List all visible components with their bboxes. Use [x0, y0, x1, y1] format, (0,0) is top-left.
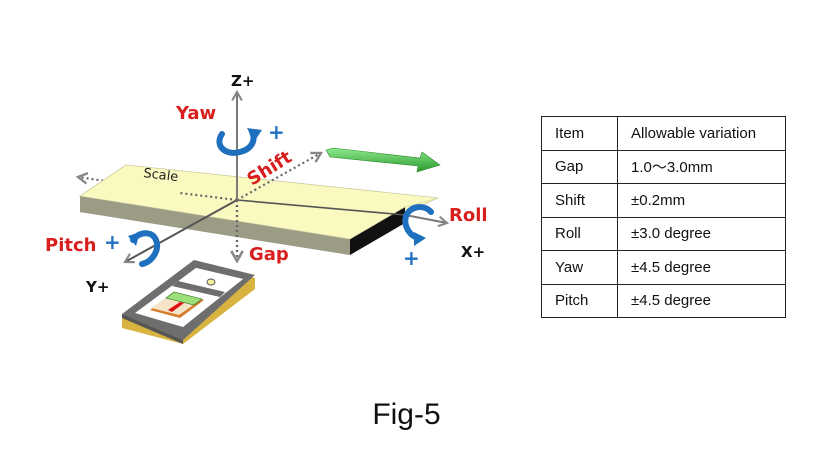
x-axis — [404, 214, 450, 228]
gap-label: Gap — [249, 244, 289, 265]
scale-label: Scale — [143, 166, 180, 185]
pitch-plus-sign: + — [104, 230, 121, 254]
figure-caption: Fig-5 — [372, 398, 441, 431]
table-header-row: Item Allowable variation — [541, 116, 786, 151]
pitch-label: Pitch — [45, 235, 96, 256]
table-row: Yaw ±4.5 degree — [541, 250, 786, 285]
table-row: Shift ±0.2mm — [541, 183, 786, 218]
z-axis-label: Z+ — [231, 72, 254, 90]
row-value: ±4.5 degree — [617, 250, 786, 285]
yaw-label: Yaw — [175, 103, 216, 124]
row-item: Shift — [541, 183, 618, 218]
pitch-rotation-icon — [128, 230, 160, 267]
row-value: ±0.2mm — [617, 183, 786, 218]
allowable-variation-table: Item Allowable variation Gap 1.0～3.0mm S… — [541, 116, 786, 318]
row-item: Yaw — [541, 250, 618, 285]
scale-center-line — [236, 199, 406, 216]
row-item: Pitch — [541, 283, 618, 318]
shift-dotted-axis — [236, 151, 324, 201]
y-axis-label: Y+ — [85, 278, 109, 296]
table-row: Roll ±3.0 degree — [541, 216, 786, 251]
table-row: Pitch ±4.5 degree — [541, 283, 786, 318]
x-axis-label: X+ — [461, 243, 485, 261]
scale-bar-side — [80, 196, 350, 255]
yaw-rotation-icon — [216, 128, 262, 156]
scale-bar — [78, 164, 440, 255]
chip-red-element — [168, 302, 184, 312]
header-allowable-variation: Allowable variation — [617, 116, 786, 151]
led-indicator — [206, 278, 216, 286]
row-value: 1.0～3.0mm — [617, 149, 786, 184]
roll-plus-sign: + — [403, 246, 420, 270]
shift-direction-arrow — [325, 147, 441, 173]
row-value: ±3.0 degree — [617, 216, 786, 251]
roll-rotation-icon — [402, 204, 434, 246]
yaw-plus-sign: + — [268, 120, 285, 144]
roll-label: Roll — [449, 205, 488, 226]
table-row: Gap 1.0～3.0mm — [541, 149, 786, 184]
row-item: Gap — [541, 149, 618, 184]
header-item: Item — [541, 116, 618, 151]
row-value: ±4.5 degree — [617, 283, 786, 318]
y-axis — [123, 199, 238, 264]
read-head-sensor — [122, 260, 255, 344]
row-item: Roll — [541, 216, 618, 251]
scale-bar-end — [350, 207, 405, 255]
